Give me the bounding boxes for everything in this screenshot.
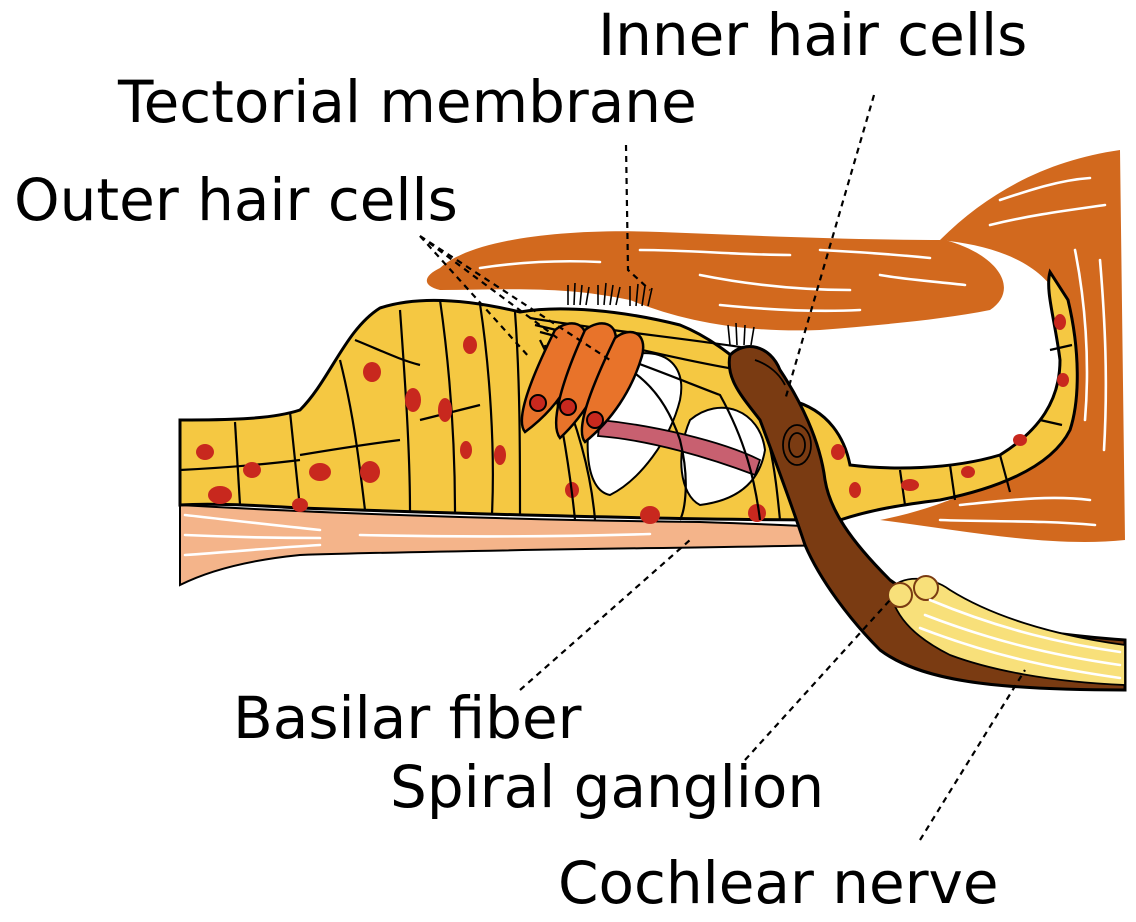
ganglion-cells [887, 575, 939, 608]
ganglion-fibers [918, 598, 1122, 680]
spiral-vessel [596, 419, 762, 477]
cell-nuclei [196, 314, 1069, 524]
label-outer-hair-cells: Outer hair cells [14, 166, 458, 234]
spiral-ligament-fibers [938, 176, 1108, 527]
tectorial-membrane-fibers [478, 248, 967, 313]
label-inner-hair-cells: Inner hair cells [598, 1, 1027, 69]
basilar-fibers [183, 513, 652, 557]
leader-lines [419, 94, 1026, 841]
label-spiral-ganglion: Spiral ganglion [390, 753, 824, 821]
spiral-ligament [880, 150, 1125, 542]
nerve-whorl [754, 359, 812, 466]
stereocilia [567, 282, 755, 346]
label-cochlear-nerve: Cochlear nerve [558, 849, 999, 917]
spiral-ganglion-bundle [889, 577, 1126, 686]
tectorial-membrane-shape [426, 231, 1004, 331]
outer-hair-cell-group [520, 322, 645, 444]
label-tectorial-membrane: Tectorial membrane [117, 68, 697, 136]
label-basilar-fiber: Basilar fiber [233, 684, 582, 752]
